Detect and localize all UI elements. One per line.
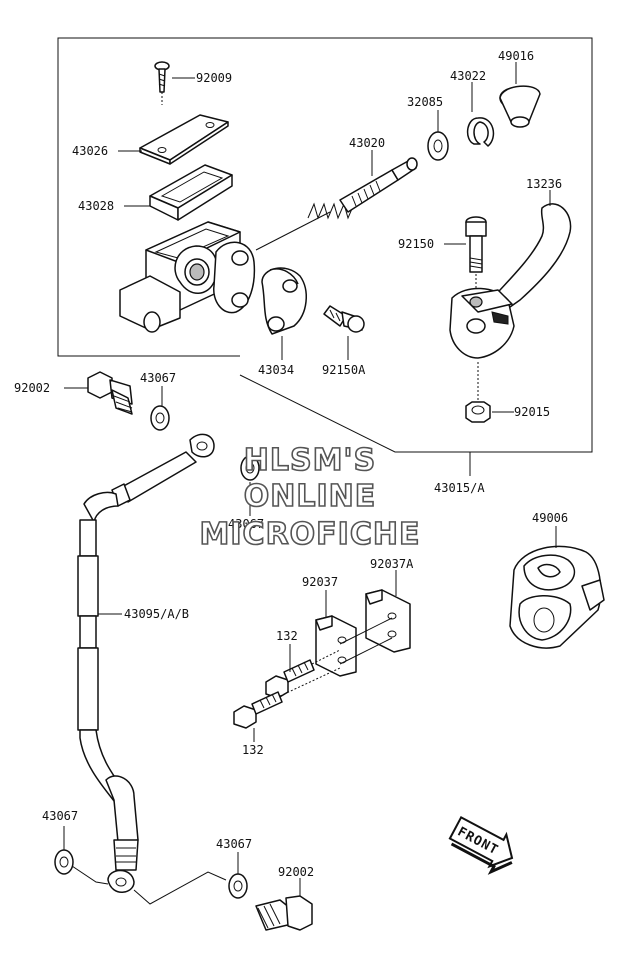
screw-92009	[154, 61, 170, 105]
label-92009: 92009	[196, 71, 232, 85]
washer-43067-c	[54, 849, 74, 875]
label-92002-bottom: 92002	[278, 865, 314, 879]
pivot-bolt-92150	[465, 216, 487, 292]
label-43067-c: 43067	[42, 809, 78, 823]
label-43022: 43022	[450, 69, 486, 83]
watermark: HLSM'S ONLINE MICROFICHE	[199, 442, 421, 553]
label-43067-b: 43067	[228, 517, 264, 531]
banjo-bolt-92002-top	[87, 371, 133, 415]
watermark-line-1: HLSM'S	[244, 443, 376, 478]
label-92015: 92015	[514, 405, 550, 419]
banjo-bolt-92002-bottom	[255, 895, 313, 931]
label-132-upper: 132	[276, 629, 298, 643]
label-92037: 92037	[302, 575, 338, 589]
washer-32085	[427, 131, 449, 161]
piston-assembly-43020	[307, 157, 418, 220]
brake-hose-43095	[77, 433, 215, 893]
assembly-boundary	[57, 37, 593, 453]
label-43034: 43034	[258, 363, 294, 377]
reservoir-cap-43026	[139, 114, 229, 165]
label-49016: 49016	[498, 49, 534, 63]
label-43026: 43026	[72, 144, 108, 158]
label-43015A: 43015/A	[434, 481, 485, 495]
front-arrow-badge: FRONT	[448, 815, 514, 875]
bracket-92037	[315, 615, 393, 677]
watermark-line-3: MICROFICHE	[200, 517, 421, 552]
label-92150: 92150	[398, 237, 434, 251]
washer-43067-d	[228, 873, 248, 899]
label-92150A: 92150A	[322, 363, 366, 377]
label-13236: 13236	[526, 177, 562, 191]
diaphragm-43028	[149, 164, 233, 221]
label-43067-a: 43067	[140, 371, 176, 385]
circlip-43022	[466, 117, 495, 147]
label-132-lower: 132	[242, 743, 264, 757]
label-43067-d: 43067	[216, 837, 252, 851]
master-cylinder-body	[119, 211, 331, 333]
clamp-43034	[261, 267, 307, 335]
boot-49016	[499, 85, 541, 128]
washer-43067-a	[150, 405, 170, 431]
bracket-92037A	[365, 589, 411, 653]
label-49006: 49006	[532, 511, 568, 525]
label-92037A: 92037A	[370, 557, 414, 571]
label-32085: 32085	[407, 95, 443, 109]
bolt-132-upper	[265, 649, 341, 699]
switch-housing-49006	[509, 545, 605, 649]
bolt-132-lower	[233, 667, 341, 729]
watermark-line-2: ONLINE	[244, 479, 377, 514]
label-92002-top: 92002	[14, 381, 50, 395]
label-43095: 43095/A/B	[124, 607, 189, 621]
lever-13236	[449, 203, 572, 359]
bolt-92150A	[323, 305, 365, 333]
label-43020: 43020	[349, 136, 385, 150]
nut-92015	[465, 362, 491, 423]
label-43028: 43028	[78, 199, 114, 213]
washer-43067-b	[240, 455, 260, 481]
